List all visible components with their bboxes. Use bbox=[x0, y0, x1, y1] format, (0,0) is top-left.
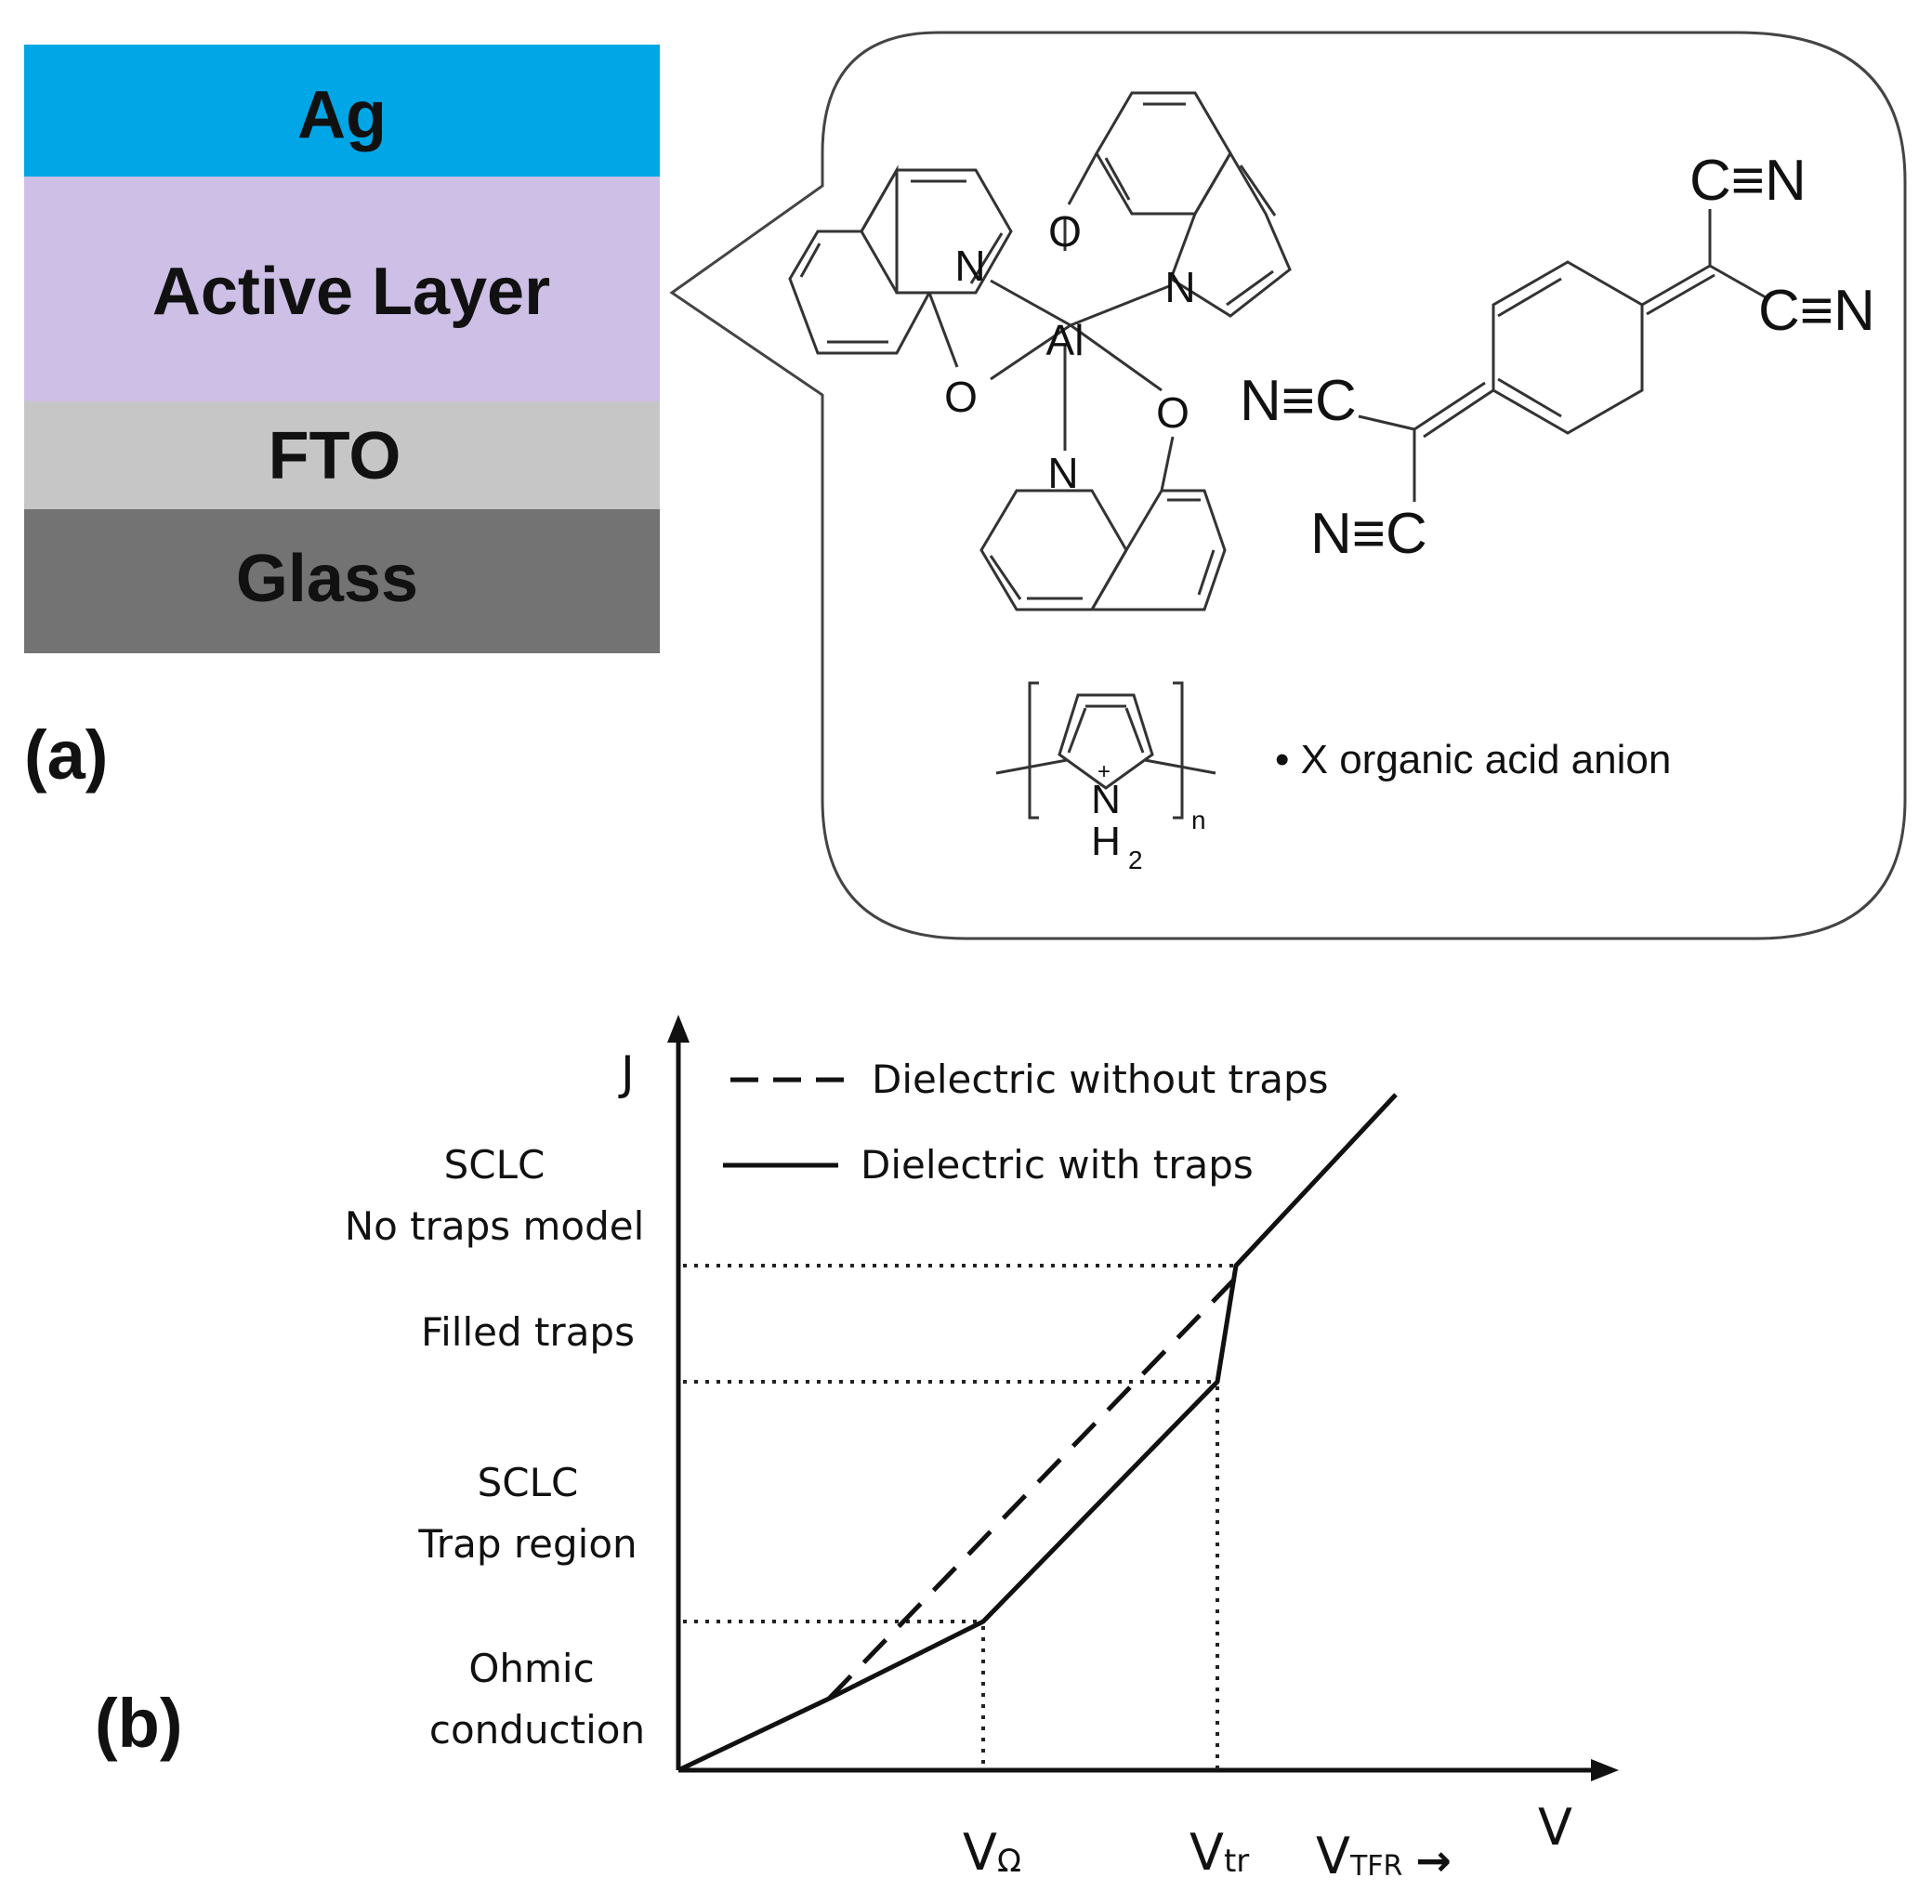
alq3-molecule bbox=[788, 91, 1292, 611]
layer-fto bbox=[24, 401, 660, 509]
tick-v-omega-main: V bbox=[963, 1823, 997, 1882]
layer-active bbox=[24, 177, 660, 401]
region-ohmic-line2: conduction bbox=[429, 1707, 645, 1753]
device-stack: Ag Active Layer FTO Glass bbox=[24, 45, 660, 653]
y-axis-arrow bbox=[667, 1015, 690, 1043]
tcnq-nc-left: N≡C bbox=[1240, 369, 1357, 433]
panel-b-label: (b) bbox=[95, 1685, 183, 1762]
legend-without-traps: Dielectric without traps bbox=[872, 1057, 1329, 1102]
polypyrrole-plus: + bbox=[1097, 759, 1111, 784]
tick-v-tfr-sub: TFR bbox=[1349, 1850, 1402, 1883]
alq3-n-right: N bbox=[1164, 263, 1195, 311]
tick-v-tr-sub: tr bbox=[1224, 1843, 1249, 1880]
layer-glass-label: Glass bbox=[236, 542, 418, 616]
polypyrrole-h: H bbox=[1091, 819, 1121, 864]
tick-v-tfr-arrow: → bbox=[1415, 1835, 1452, 1885]
tick-v-tfr-main: V bbox=[1316, 1827, 1350, 1885]
x-axis-label: V bbox=[1538, 1798, 1572, 1857]
x-axis-arrow bbox=[1591, 1759, 1619, 1781]
tick-v-tfr: VTFR → bbox=[1316, 1827, 1452, 1885]
region-sclc-trap-line1: SCLC bbox=[478, 1460, 579, 1505]
layer-glass bbox=[24, 509, 660, 653]
tick-v-omega: VΩ bbox=[963, 1823, 1021, 1882]
region-sclc-no-traps-line1: SCLC bbox=[444, 1142, 545, 1188]
dopant-label: • X organic acid anion bbox=[1275, 737, 1671, 782]
alq3-n-bottom: N bbox=[1047, 449, 1078, 497]
alq3-al: Al bbox=[1046, 316, 1084, 364]
alq3-o-left: O bbox=[944, 373, 978, 421]
tcnq-cn-top: C≡N bbox=[1689, 149, 1807, 213]
tcnq-group-labels: C≡N C≡N N≡C N≡C bbox=[1240, 149, 1875, 566]
tcnq-nc-bottom: N≡C bbox=[1310, 502, 1427, 566]
x-tick-labels: VΩ Vtr VTFR→ bbox=[963, 1823, 1452, 1885]
tick-v-tr-main: V bbox=[1189, 1823, 1224, 1882]
layer-fto-label: FTO bbox=[269, 419, 401, 493]
alq3-atom-labels: Al N O O N O N bbox=[944, 207, 1196, 497]
tick-v-omega-sub: Ω bbox=[997, 1843, 1021, 1880]
region-sclc-no-traps-line2: No traps model bbox=[345, 1203, 645, 1249]
legend-with-traps: Dielectric with traps bbox=[861, 1142, 1254, 1188]
alq3-o-right: O bbox=[1156, 388, 1189, 437]
tcnq-molecule bbox=[1358, 209, 1767, 502]
layer-ag bbox=[24, 45, 660, 177]
y-axis-label: J bbox=[618, 1046, 635, 1100]
polypyrrole-molecule bbox=[995, 681, 1216, 820]
polypyrrole-h-sub: 2 bbox=[1128, 846, 1143, 874]
region-sclc-trap-line2: Trap region bbox=[417, 1521, 637, 1567]
alq3-n-left: N bbox=[954, 242, 985, 290]
panel-a-label: (a) bbox=[24, 716, 108, 794]
alq3-o-top: O bbox=[1048, 207, 1082, 256]
region-filled-traps: Filled traps bbox=[421, 1309, 635, 1355]
region-ohmic-line1: Ohmic bbox=[468, 1646, 594, 1691]
polypyrrole-n-subscript: n bbox=[1191, 806, 1206, 834]
tick-v-tr: Vtr bbox=[1189, 1823, 1249, 1882]
guide-lines bbox=[683, 1264, 1236, 1770]
legend: Dielectric without traps Dielectric with… bbox=[723, 1057, 1329, 1188]
polypyrrole-n: N bbox=[1091, 777, 1121, 822]
layer-ag-label: Ag bbox=[297, 78, 387, 152]
curve-with-traps bbox=[677, 1093, 1398, 1773]
region-labels: SCLC No traps model Filled traps SCLC Tr… bbox=[345, 1142, 645, 1753]
tcnq-cn-right: C≡N bbox=[1758, 279, 1875, 343]
axes bbox=[667, 1015, 1619, 1781]
polypyrrole-labels: N + H 2 n • X organic acid anion bbox=[1091, 737, 1671, 874]
curve-without-traps bbox=[827, 1276, 1238, 1700]
callout-bubble bbox=[669, 31, 1907, 940]
layer-active-label: Active Layer bbox=[152, 255, 550, 329]
